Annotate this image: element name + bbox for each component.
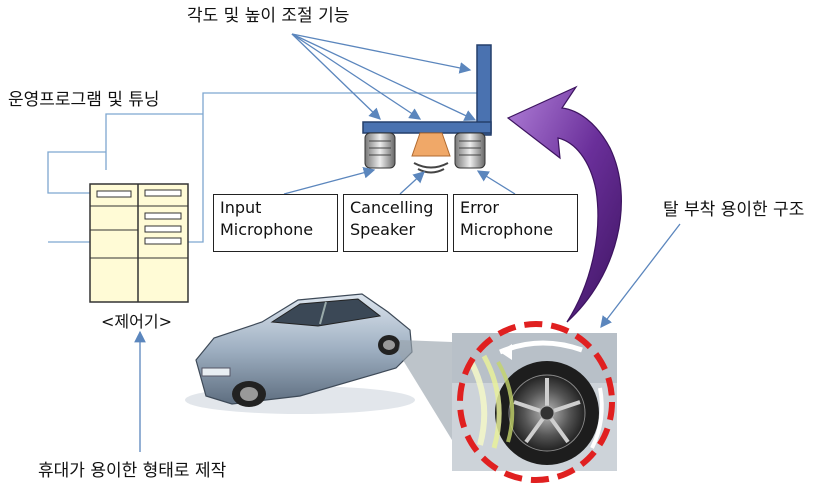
speaker-icon <box>411 132 451 174</box>
portable-label: 휴대가 용이한 형태로 제작 <box>38 461 227 481</box>
wheel-photo <box>452 333 617 471</box>
annotation-arrows <box>134 33 681 452</box>
angle-height-label: 각도 및 높이 조절 기능 <box>187 6 350 26</box>
input-microphone-box: Input Microphone <box>213 194 338 252</box>
controller-cabinet-icon <box>89 183 189 303</box>
zoom-beam <box>398 340 452 440</box>
cancelling-speaker-box: Cancelling Speaker <box>343 194 448 252</box>
input-box-line1: Input <box>220 198 262 217</box>
controller-label: <제어기> <box>101 312 172 331</box>
input-box-line2: Microphone <box>220 219 314 239</box>
detachable-label: 탈 부착 용이한 구조 <box>663 200 805 220</box>
mounting-arm <box>362 44 492 136</box>
cancelling-box-line2: Speaker <box>350 219 416 239</box>
error-mic-icon <box>454 132 486 169</box>
program-tuning-label: 운영프로그램 및 튜닝 <box>8 90 160 110</box>
error-microphone-box: Error Microphone <box>453 194 578 252</box>
dashed-ring <box>457 321 615 483</box>
car-illustration <box>185 293 415 414</box>
purple-curved-arrow <box>506 85 622 323</box>
error-box-line1: Error <box>460 198 499 217</box>
cancelling-box-line1: Cancelling <box>350 198 434 217</box>
error-box-line2: Microphone <box>460 219 554 239</box>
input-mic-icon <box>364 132 396 169</box>
